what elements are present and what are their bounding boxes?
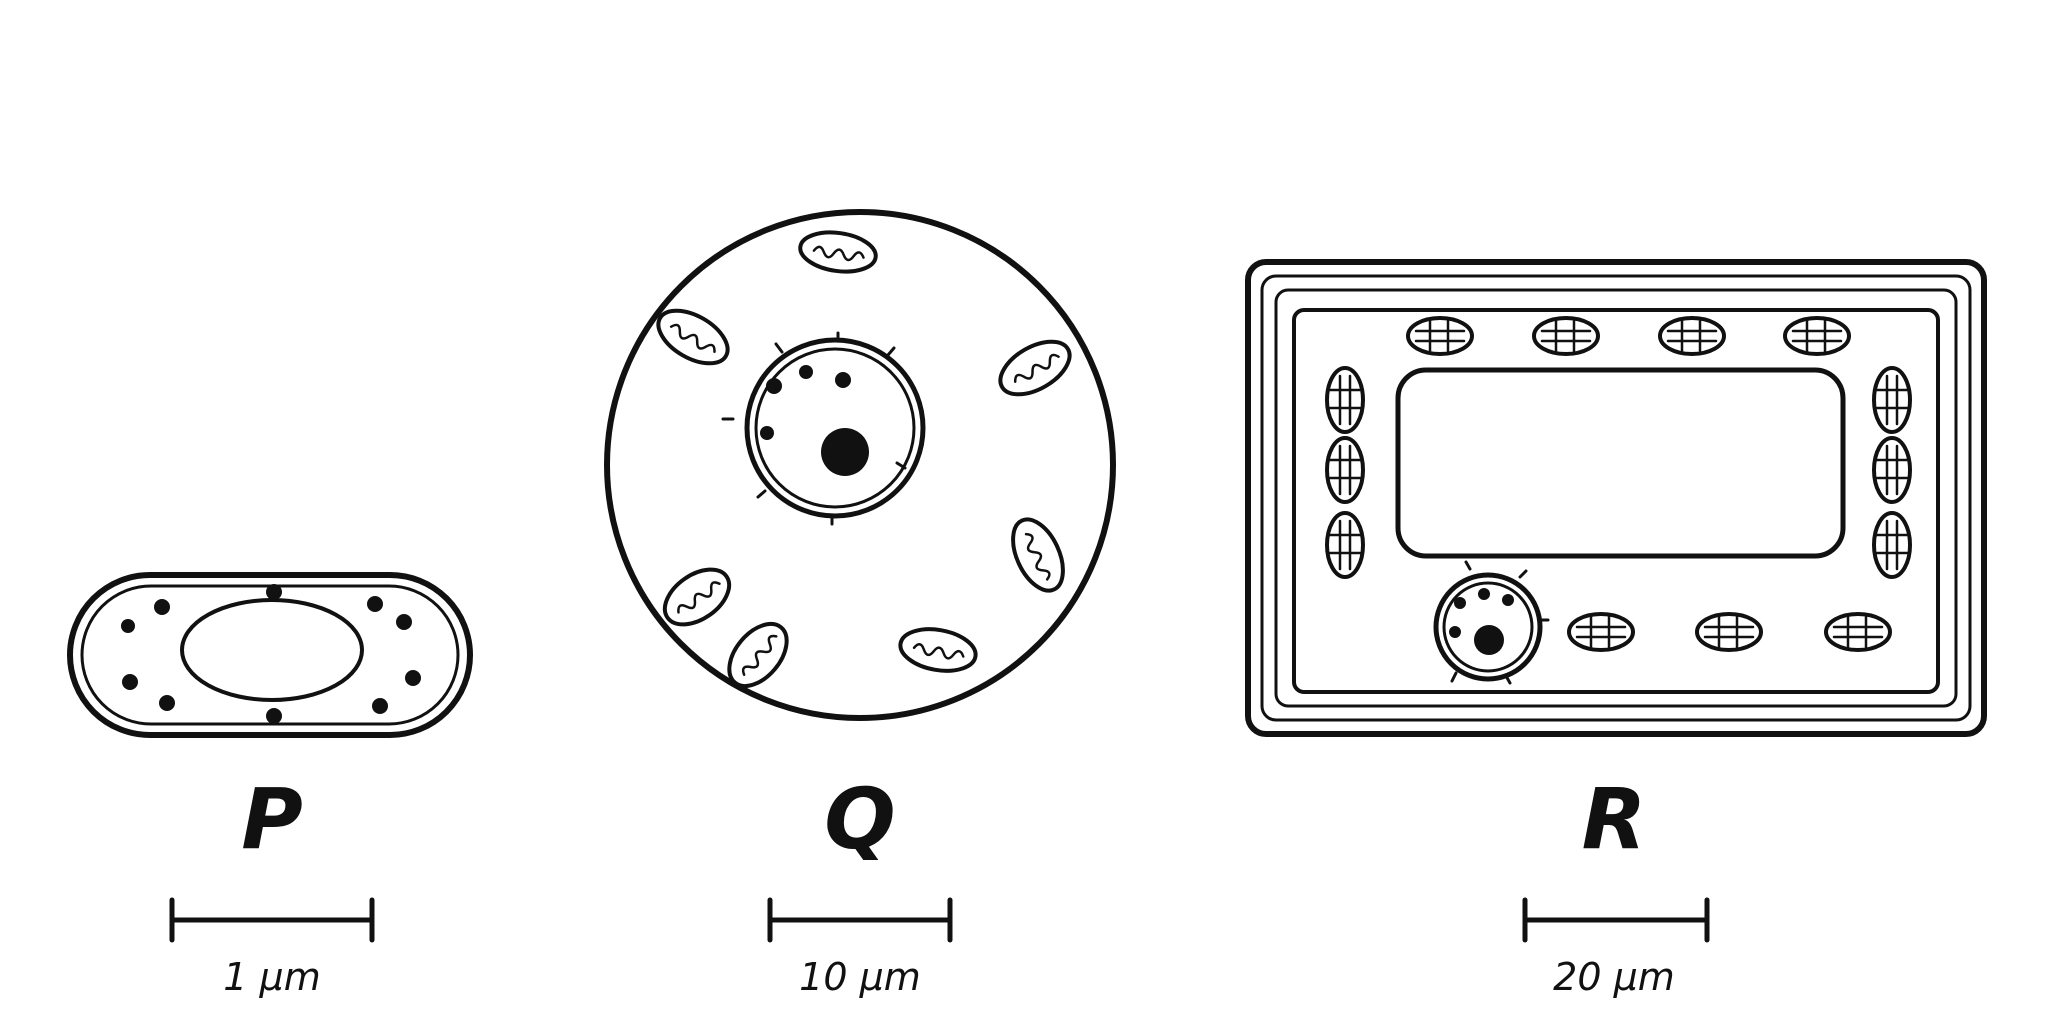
mitochondrion xyxy=(898,627,978,673)
cell-r-cell-wall-outer xyxy=(1245,259,1987,737)
cell-q-membrane xyxy=(604,209,1116,721)
cell-p-inner-membrane xyxy=(80,584,460,726)
chloroplast xyxy=(1567,612,1635,652)
cell-r-nucleus xyxy=(1433,560,1550,685)
chloroplast xyxy=(1872,436,1912,504)
cell-q-nuclear-pores xyxy=(721,331,907,526)
chloroplast xyxy=(1325,511,1365,579)
cell-q-mitochondria xyxy=(656,230,1072,688)
mitochondrion xyxy=(1011,517,1065,593)
chloroplast xyxy=(1824,612,1892,652)
cell-q-nucleolus xyxy=(821,428,869,476)
cell-r xyxy=(1245,259,1987,737)
cell-r-cell-wall-inner xyxy=(1274,288,1958,708)
cell-q-nucleus-outer xyxy=(744,337,926,519)
cell-q-chromatin xyxy=(760,365,851,440)
cell-p-nucleoid xyxy=(180,598,364,702)
scale-bar-p xyxy=(169,897,375,943)
cell-r-cell-wall-middle xyxy=(1260,274,1972,722)
mitochondrion xyxy=(798,230,878,274)
mitochondrion xyxy=(656,308,730,366)
chloroplast xyxy=(1872,366,1912,434)
scale-bar-r-label: 20 µm xyxy=(1553,955,1675,999)
chloroplast xyxy=(1695,612,1763,652)
mitochondrion xyxy=(998,339,1072,397)
mitochondrion xyxy=(727,622,789,688)
cell-q xyxy=(604,209,1116,721)
scale-bar-q xyxy=(767,897,953,943)
cell-p-ribosomes xyxy=(121,584,421,724)
cell-r-label: R xyxy=(1582,770,1647,868)
cell-r-vacuole xyxy=(1395,367,1846,559)
cell-r-chloroplasts xyxy=(1325,316,1912,652)
chloroplast xyxy=(1406,316,1474,356)
chloroplast xyxy=(1325,366,1365,434)
chloroplast xyxy=(1532,316,1600,356)
scale-bar-r xyxy=(1522,897,1710,943)
cell-p xyxy=(67,572,473,738)
chloroplast xyxy=(1658,316,1726,356)
chloroplast xyxy=(1325,436,1365,504)
scale-bar-p-label: 1 µm xyxy=(223,955,320,999)
cell-q-nucleus-inner xyxy=(754,347,916,509)
chloroplast xyxy=(1872,511,1912,579)
cell-q-label: Q xyxy=(824,770,895,868)
cell-p-label: P xyxy=(241,770,303,868)
cell-r-membrane xyxy=(1292,308,1940,694)
mitochondrion xyxy=(662,567,732,627)
cell-p-outer-wall xyxy=(67,572,473,738)
chloroplast xyxy=(1783,316,1851,356)
scale-bar-q-label: 10 µm xyxy=(799,955,921,999)
